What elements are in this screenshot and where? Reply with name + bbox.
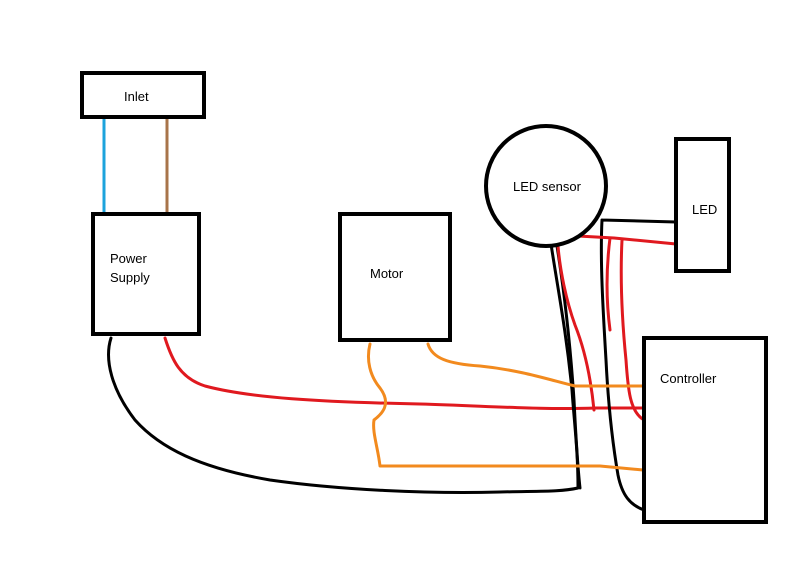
- wire-red-led-to-controller: [576, 234, 678, 422]
- wire-red-power-supply-to-controller: [163, 336, 645, 411]
- motor-label: Motor: [370, 266, 404, 281]
- motor-box: Motor: [338, 212, 452, 342]
- wire-orange-motor-to-controller-lower: [366, 342, 645, 472]
- wire-black-led-to-controller: [599, 218, 678, 512]
- controller-label: Controller: [660, 371, 717, 386]
- inlet-label: Inlet: [124, 89, 149, 104]
- power-supply-box: Power Supply: [91, 212, 201, 336]
- power-supply-label-line1: Power: [110, 251, 148, 266]
- led-sensor-circle: LED sensor: [484, 124, 608, 248]
- power-supply-label-line2: Supply: [110, 270, 150, 285]
- wire-red-led-sensor-to-controller: [556, 244, 596, 412]
- inlet-box: Inlet: [80, 71, 206, 119]
- wire-red-led-to-controller-branch: [605, 236, 612, 332]
- led-box: LED: [674, 137, 731, 273]
- wire-orange-motor-to-controller-upper: [426, 342, 645, 388]
- led-sensor-label: LED sensor: [513, 179, 582, 194]
- led-label: LED: [692, 202, 717, 217]
- controller-box: Controller: [642, 336, 768, 524]
